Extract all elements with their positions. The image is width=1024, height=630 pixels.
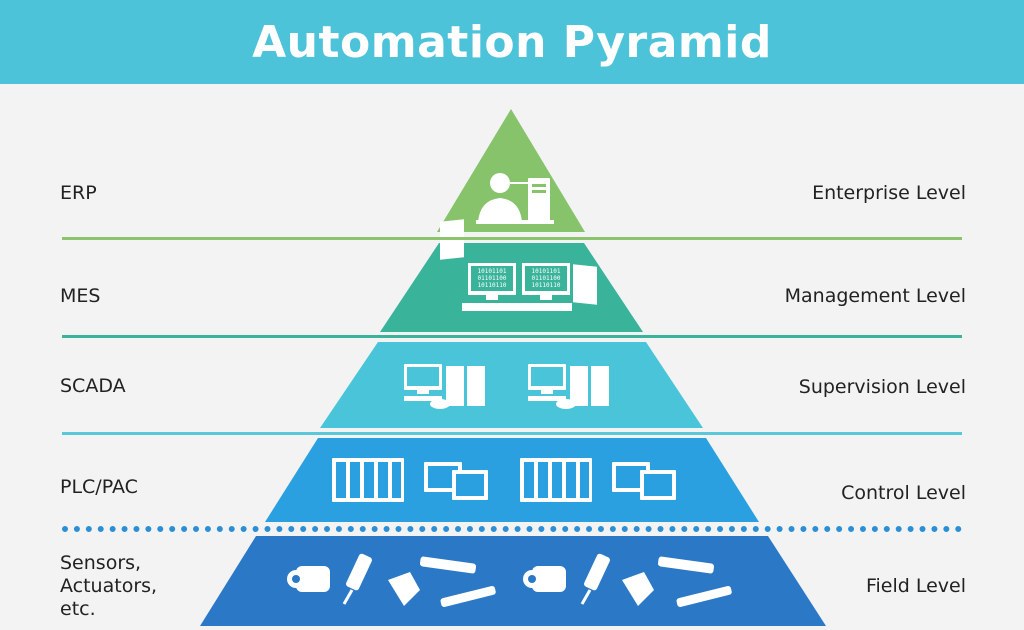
svg-text:01101100: 01101100 <box>478 275 507 282</box>
level-name-field: Field Level <box>865 575 966 597</box>
user-computer-icon <box>476 173 554 224</box>
separator-management <box>62 335 962 338</box>
level-label-erp: ERP <box>60 182 97 204</box>
hmi-panel-icon-2 <box>612 462 676 500</box>
plc-rack-icon-2 <box>520 458 592 502</box>
sensor-icon <box>342 553 372 605</box>
level-name-management: Management Level <box>784 285 966 307</box>
hmi-panel-icon <box>424 462 488 500</box>
level-name-control: Control Level <box>841 482 966 504</box>
separator-supervision <box>62 432 962 435</box>
actuator-icon <box>419 556 496 607</box>
workstation-monitors-icon: 10101101 01101100 10110110 10101101 0110… <box>440 219 597 311</box>
actuator-icon-2 <box>657 556 732 607</box>
svg-text:10101101: 10101101 <box>532 268 561 275</box>
motor-icon-2 <box>523 566 566 592</box>
svg-text:01101100: 01101100 <box>532 275 561 282</box>
level-label-mes: MES <box>60 285 101 307</box>
page-title: Automation Pyramid <box>252 16 772 68</box>
level-label-sensors: Sensors, Actuators, etc. <box>60 552 158 620</box>
separator-enterprise <box>62 237 962 240</box>
separator-control <box>62 526 962 532</box>
sensor-icon-2 <box>580 553 610 605</box>
svg-text:10110110: 10110110 <box>478 282 507 289</box>
valve-icon <box>388 572 420 606</box>
level-label-plc: PLC/PAC <box>60 476 138 498</box>
plc-rack-icon <box>332 458 404 502</box>
scada-server-icon-2 <box>528 364 609 409</box>
level-name-enterprise: Enterprise Level <box>812 182 966 204</box>
svg-text:10101101: 10101101 <box>478 268 507 275</box>
title-banner: Automation Pyramid <box>0 0 1024 84</box>
level-label-scada: SCADA <box>60 375 126 397</box>
level-name-supervision: Supervision Level <box>798 376 966 398</box>
scada-server-icon <box>404 364 485 409</box>
svg-text:10110110: 10110110 <box>532 282 561 289</box>
motor-icon <box>287 566 330 592</box>
valve-icon-2 <box>622 572 654 606</box>
tier-supervision <box>320 342 703 428</box>
